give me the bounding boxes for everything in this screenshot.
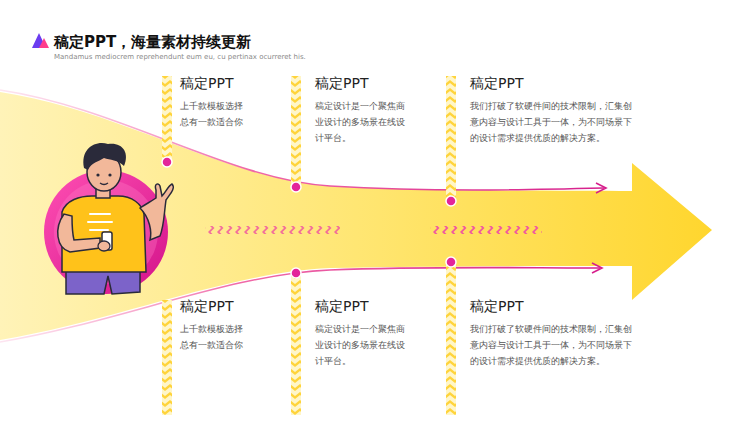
- chevron-bars-part: [446, 76, 456, 199]
- flow-curves: [0, 90, 606, 342]
- person-illustration-part: [96, 173, 99, 176]
- subtitle: Mandamus mediocrem reprehendunt eum eu, …: [54, 53, 306, 62]
- item-heading: 稿定PPT: [470, 297, 523, 315]
- logo-mark: [32, 33, 49, 48]
- item-heading: 稿定PPT: [180, 297, 233, 315]
- timeline-dots-part: [291, 182, 301, 192]
- person-illustration-part: [58, 214, 100, 252]
- chevron-bars: [162, 76, 456, 415]
- item-body: 上千款模板选择 总有一款适合你: [180, 98, 248, 130]
- item-body: 稿定设计是一个聚焦商业设计的多场景在线设计平台。: [315, 321, 407, 369]
- chevron-row: [205, 226, 542, 234]
- item-body: 我们打破了软硬件间的技术限制，汇集创意内容与设计工具于一体，为不同场景下的设计需…: [470, 321, 636, 369]
- person-illustration-part: [54, 180, 158, 284]
- timeline-dots-part: [162, 157, 172, 167]
- item-heading: 稿定PPT: [470, 74, 523, 92]
- item-body: 上千款模板选择 总有一款适合你: [180, 321, 248, 353]
- chevron-bars-part: [291, 76, 301, 184]
- person-illustration-part: [83, 143, 126, 170]
- timeline-dots: [162, 157, 456, 278]
- person-illustration-part-part: [90, 213, 110, 215]
- person-illustration-part: [100, 183, 108, 185]
- timeline-dots-part: [291, 268, 301, 278]
- flow-curves-part: [592, 263, 602, 273]
- timeline-dots-part: [446, 196, 456, 206]
- person-illustration-part-part: [88, 221, 112, 223]
- chevron-bars-part: [162, 300, 172, 415]
- item-body: 稿定设计是一个聚焦商业设计的多场景在线设计平台。: [315, 98, 407, 146]
- chevron-bars-part: [446, 264, 456, 415]
- chevron-bars-part: [291, 276, 301, 415]
- funnel-arrow: [0, 92, 712, 340]
- page-title: 稿定PPT，海量素材持续更新: [54, 33, 251, 52]
- chevron-bars-part: [162, 76, 172, 160]
- person-illustration-part: [108, 173, 111, 176]
- item-body: 我们打破了软硬件间的技术限制，汇集创意内容与设计工具于一体，为不同场景下的设计需…: [470, 98, 636, 146]
- item-heading: 稿定PPT: [180, 74, 233, 92]
- person-illustration: [44, 143, 173, 294]
- item-heading: 稿定PPT: [315, 297, 368, 315]
- logo-mark-part: [39, 38, 49, 48]
- chevron-row-part: [430, 226, 542, 234]
- chevron-row-part: [205, 226, 340, 234]
- person-illustration-part-part: [90, 229, 108, 231]
- flow-curves-part: [596, 183, 606, 193]
- person-illustration-part: [88, 214, 112, 230]
- person-illustration-part: [98, 241, 110, 251]
- person-illustration-part: [62, 196, 146, 272]
- funnel-arrow-part: [0, 92, 712, 340]
- timeline-dots-part: [446, 257, 456, 267]
- person-illustration-part: [140, 184, 173, 240]
- item-heading: 稿定PPT: [315, 74, 368, 92]
